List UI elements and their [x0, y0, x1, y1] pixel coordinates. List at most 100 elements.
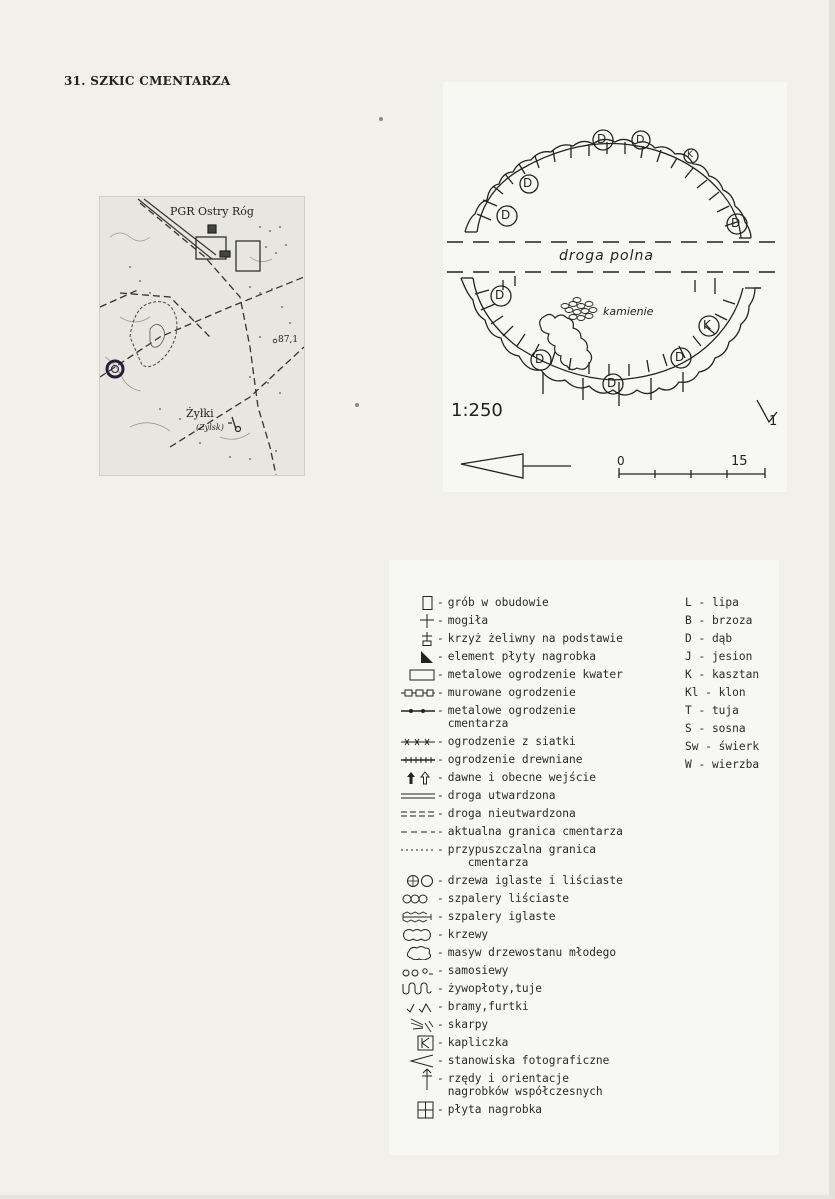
locator-map: PGR Ostry Róg 87,1 Żyłki (Zylsk): [99, 196, 305, 476]
legend-item: -stanowiska fotograficzne: [389, 1054, 679, 1067]
tree-mark: K: [687, 150, 693, 160]
scan-speck: [379, 117, 383, 121]
young-stand-icon: [389, 945, 435, 960]
tree-mark: K: [703, 318, 711, 332]
self-seeding-icon: [389, 964, 435, 977]
legend-item: -krzewy: [389, 928, 679, 941]
scale-start: 0: [617, 454, 625, 468]
stones-label: kamienie: [603, 305, 654, 318]
tree-mark: D: [523, 176, 533, 190]
tree-mark: D: [597, 132, 607, 146]
photo-point-number: 1: [769, 414, 778, 429]
legend-label: krzyż żeliwny na podstawie: [447, 632, 623, 645]
legend-label: mogiła: [447, 614, 489, 627]
hedgerow-icon: [389, 982, 435, 995]
scan-speck: [355, 403, 359, 407]
scale-ratio: 1:250: [451, 400, 503, 421]
tree-mark: D: [675, 350, 685, 364]
legend-item: -grób w obudowie: [389, 595, 679, 610]
legend-label: ogrodzenie drewniane: [447, 753, 583, 766]
presumed-boundary-icon: [389, 843, 435, 856]
chapel-icon: [389, 1035, 435, 1050]
legend-label: kapliczka: [447, 1036, 509, 1049]
tombstone-slab-icon: [389, 1101, 435, 1118]
legend-label: murowane ogrodzenie: [447, 686, 576, 699]
cemetery-sketch: D D K D D D D K D D D droga polna kamien…: [443, 82, 787, 492]
grave-enclosure-icon: [389, 595, 435, 610]
tree-code: B - brzoza: [685, 614, 753, 627]
legend-item: -bramy,furtki: [389, 1000, 679, 1013]
unpaved-road-icon: [389, 807, 435, 820]
legend-label: droga utwardzona: [447, 789, 556, 802]
legend-item: -element płyty nagrobka: [389, 650, 679, 663]
road-label: droga polna: [559, 248, 654, 264]
tree-code: T - tuja: [685, 704, 739, 717]
legend-item: -szpalery liściaste: [389, 892, 679, 905]
legend-label: drzewa iglaste i liściaste: [447, 874, 623, 887]
legend-label: element płyty nagrobka: [447, 650, 596, 663]
wooden-fence-icon: [389, 753, 435, 766]
legend-label: płyta nagrobka: [447, 1103, 543, 1116]
deciduous-hedge-icon: [389, 892, 435, 905]
legend-label: stanowiska fotograficzne: [447, 1054, 610, 1067]
metal-fence-quarter-icon: [389, 668, 435, 681]
legend-item: -droga nieutwardzona: [389, 807, 679, 820]
escarpment-icon: [389, 1018, 435, 1032]
tree-codes-list: L - lipa B - brzoza D - dąb J - jesion K…: [685, 596, 775, 776]
map-label-village: PGR Ostry Róg: [170, 205, 254, 218]
tree-code: J - jesion: [685, 650, 753, 663]
cemetery-sketch-drawing: [447, 129, 783, 479]
tree-code: W - wierzba: [685, 758, 760, 771]
tree-code: D - dąb: [685, 632, 733, 645]
paved-road-icon: [389, 789, 435, 802]
coniferous-hedge-icon: [389, 910, 435, 923]
legend-symbols: -grób w obudowie -mogiła -krzyż żeliwny …: [389, 595, 679, 1121]
map-label-hamlet: Żyłki: [186, 407, 214, 420]
legend-label: masyw drzewostanu młodego: [447, 946, 617, 959]
legend-label: skarpy: [447, 1018, 489, 1031]
legend-item: -drzewa iglaste i liściaste: [389, 874, 679, 887]
legend-label: ogrodzenie z siatki: [447, 735, 576, 748]
tree-mark: D: [501, 208, 511, 222]
legend-item: -kapliczka: [389, 1035, 679, 1050]
tree-code: S - sosna: [685, 722, 746, 735]
gates-icon: [389, 1000, 435, 1013]
legend-item: -droga utwardzona: [389, 789, 679, 802]
tree-code: K - kasztan: [685, 668, 760, 681]
scale-end: 15: [731, 454, 748, 469]
shrubs-icon: [389, 928, 435, 941]
legend-item: -murowane ogrodzenie: [389, 686, 679, 699]
map-label-elevation: 87,1: [278, 335, 299, 345]
iron-cross-icon: [389, 631, 435, 646]
legend-label: krzewy: [447, 928, 489, 941]
tree-mark: D: [607, 376, 617, 390]
entrance-arrows-icon: [389, 770, 435, 784]
legend-item: -żywopłoty,tuje: [389, 982, 679, 995]
legend-item: -aktualna granica cmentarza: [389, 825, 679, 838]
tree-code: Kl - klon: [685, 686, 746, 699]
trees-icon: [389, 874, 435, 887]
legend-label: aktualna granica cmentarza: [447, 825, 623, 838]
legend-item: -skarpy: [389, 1018, 679, 1032]
legend-item: -samosiewy: [389, 964, 679, 977]
legend-label: grób w obudowie: [447, 596, 549, 609]
legend-label: szpalery iglaste: [447, 910, 556, 923]
tree-mark: D: [495, 288, 505, 302]
mound-cross-icon: [389, 613, 435, 628]
tree-code: Sw - świerk: [685, 740, 760, 753]
map-label-hamlet-alt: (Zylsk): [196, 423, 224, 432]
legend-label: żywopłoty,tuje: [447, 982, 543, 995]
tree-mark: D: [535, 352, 545, 366]
legend-panel: -grób w obudowie -mogiła -krzyż żeliwny …: [389, 560, 779, 1155]
tree-code: L - lipa: [685, 596, 739, 609]
legend-item: -ogrodzenie z siatki: [389, 735, 679, 748]
legend-item: -mogiła: [389, 613, 679, 628]
photo-point-icon: [389, 1054, 435, 1067]
legend-item: -krzyż żeliwny na podstawie: [389, 631, 679, 646]
page-title: 31. SZKIC CMENTARZA: [64, 74, 231, 88]
legend-label: samosiewy: [447, 964, 509, 977]
